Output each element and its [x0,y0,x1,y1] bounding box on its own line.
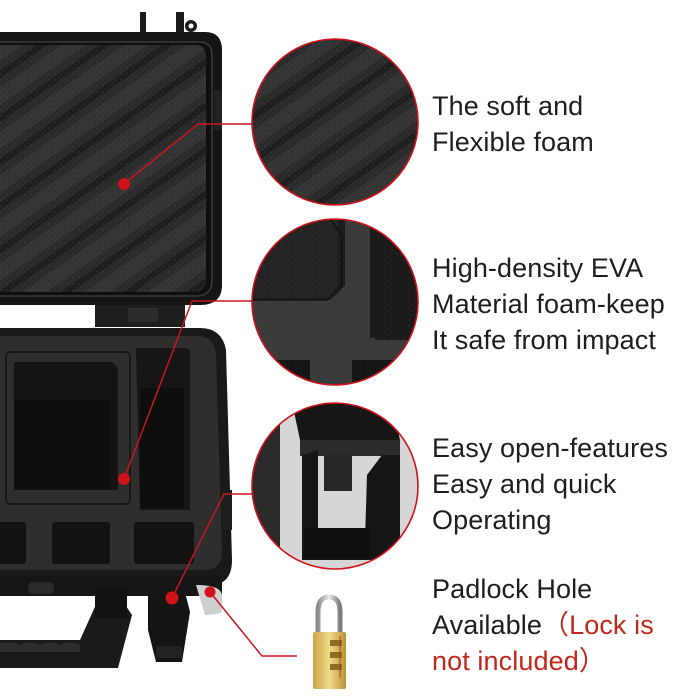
caption-line: Padlock Hole [432,574,593,604]
case-base [0,328,232,585]
lock-not-included-note: （Lock is [541,610,654,640]
caption-line: Easy and quick [432,469,617,499]
caption-line: The soft and [432,91,584,121]
eva-foam-closeup-circle [251,218,419,386]
caption-line: Available（Lock is [432,607,654,643]
caption-line: Operating [432,505,552,535]
feature-latch-caption: Easy open-features Easy and quick Operat… [432,430,668,538]
caption-line: It safe from impact [432,325,656,355]
case-front [0,576,222,668]
caption-line: Material foam-keep [432,289,665,319]
case-hinge [95,305,185,327]
case-lid [0,12,222,305]
caption-line: High-density EVA [432,253,644,283]
feature-padlock-caption: Padlock Hole Available（Lock is not inclu… [432,571,654,679]
caption-line: Flexible foam [432,127,594,157]
feature-eva-caption: High-density EVA Material foam-keep It s… [432,250,665,358]
caption-text: Available [432,610,542,640]
combination-padlock-icon [313,594,346,689]
feature-foam-caption: The soft and Flexible foam [432,88,594,160]
callout-dots [118,178,216,605]
lock-not-included-note: not included） [432,646,606,676]
latch-closeup-circle [251,402,419,570]
caption-line: Easy open-features [432,433,668,463]
foam-closeup-circle [251,38,419,206]
callout-leader-lines [123,123,297,657]
